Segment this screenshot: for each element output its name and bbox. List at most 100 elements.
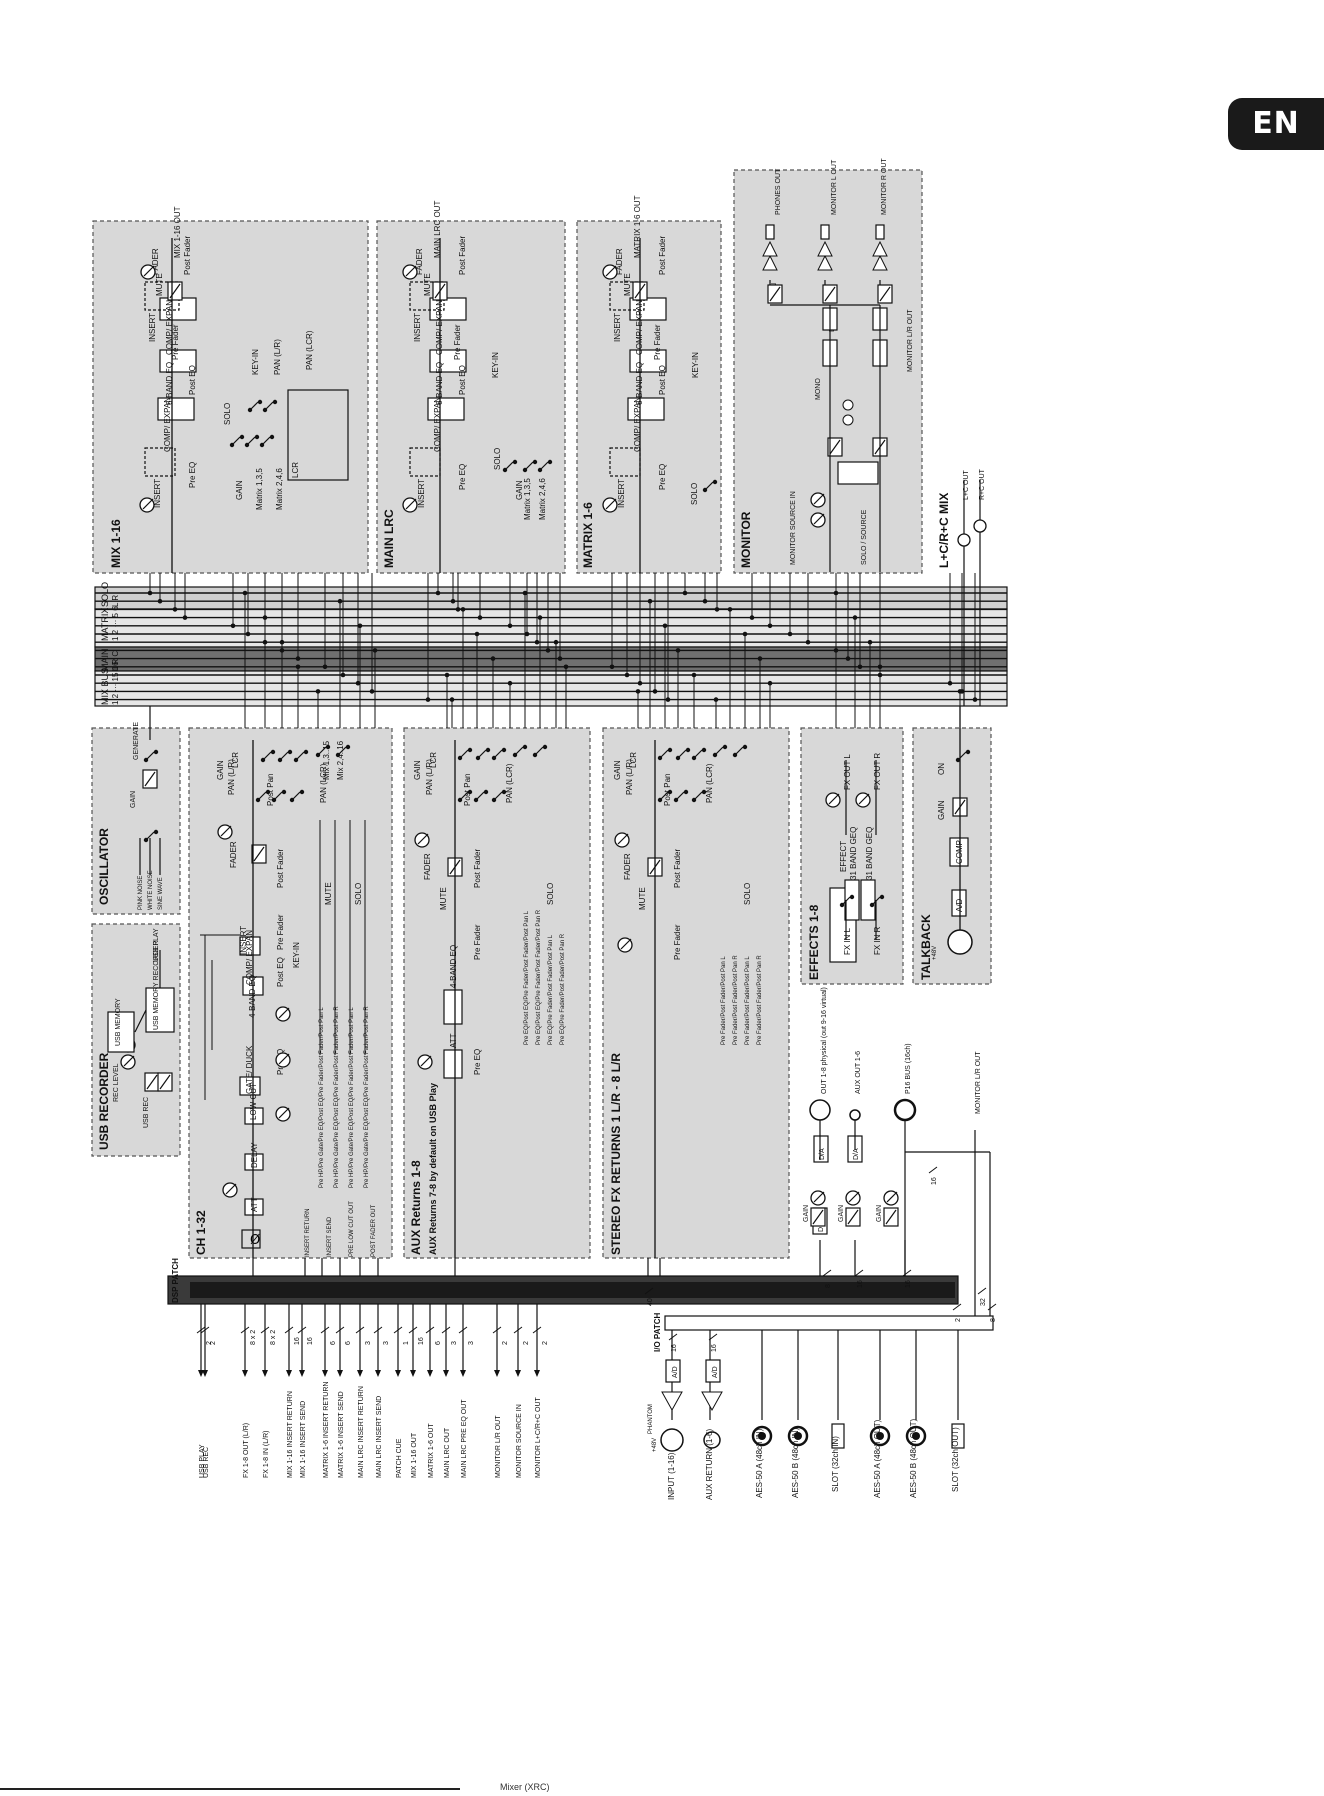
bus-node (662, 623, 668, 629)
usb-memory-box (107, 1011, 135, 1053)
io-input: INPUT (1-16) (667, 1452, 676, 1500)
switch-arm (957, 751, 967, 761)
bus-node (450, 598, 456, 604)
fx-fader: FADER (623, 853, 632, 880)
routing-arrow (515, 1370, 521, 1377)
io-count: 8 (990, 1318, 997, 1322)
ch-processing-box (244, 1107, 264, 1125)
routing-arrow (410, 1370, 416, 1377)
switch-contact (532, 459, 538, 465)
monitor-dim-box (837, 461, 879, 485)
bus-node (147, 590, 153, 596)
panel-ch (188, 727, 393, 1259)
count-slash (355, 1326, 365, 1334)
mix-insert-2: INSERT (148, 313, 157, 342)
mon-jack-icon (820, 224, 830, 240)
aux-gain: GAIN (413, 760, 422, 780)
bus-node (242, 590, 248, 596)
block-title: MONITOR (739, 511, 753, 568)
switch-contact (879, 894, 885, 900)
switch-contact (272, 399, 278, 405)
knob-pointer (828, 793, 840, 805)
count-slash (532, 1326, 542, 1334)
mix-comp-2: COMP/ EXPAN (165, 300, 174, 355)
aux-lcr: LCR (429, 752, 438, 768)
fx-mute: MUTE (638, 887, 647, 910)
mon-lr-out: MONITOR L/R OUT (907, 309, 914, 372)
block-title: AUX Returns 1-8 (409, 1160, 423, 1255)
ch-row-label: Pre HP/Pre Gate/Pre EQ/Post EQ/Pre Fader… (349, 1007, 355, 1188)
mix-eq: 6-BAND EQ (165, 362, 174, 405)
mon-l-out: MONITOR L OUT (831, 159, 838, 215)
matrix-post-fader: Post Fader (658, 236, 667, 275)
routing-count: 2 (210, 1341, 217, 1345)
knob-pointer (220, 825, 232, 837)
mon-jack-icon (765, 224, 775, 240)
bus-node (369, 689, 375, 694)
ch-processing-box (239, 936, 261, 956)
io-dsp-box (813, 1135, 829, 1163)
routing-arrow (286, 1370, 292, 1377)
aux-pan-lcr: PAN (LCR) (505, 763, 514, 803)
mon-sum-icon (842, 399, 854, 411)
matrix-pre-eq: Pre EQ (658, 464, 667, 490)
switch-arm (871, 896, 881, 906)
count-slash (708, 1333, 718, 1341)
switch-contact (547, 459, 553, 465)
aux-att: ATT (449, 1033, 458, 1048)
routing-count: 6 (345, 1341, 352, 1345)
io-count: 32 (980, 1298, 987, 1306)
switch-contact (153, 749, 159, 755)
aux-fader: FADER (423, 853, 432, 880)
talkback-mic-icon (947, 929, 973, 955)
switch-arm (231, 436, 241, 446)
count-slash (284, 1326, 294, 1334)
bus-node (635, 689, 641, 694)
switch-contact (299, 789, 305, 795)
switch-arm (693, 749, 703, 759)
usb-rec-label: USB REC (143, 1097, 150, 1128)
routing-arrow (460, 1370, 466, 1377)
switch-arm (524, 461, 534, 471)
phase-icon: Ø (250, 1233, 260, 1248)
switch-contact (512, 459, 518, 465)
routing-label: PATCH CUE (396, 1438, 403, 1478)
bus-node (455, 607, 461, 612)
bus-node (340, 672, 346, 678)
switch-contact (501, 747, 507, 753)
routing-count: 2 (542, 1341, 549, 1345)
switch-arm (714, 746, 724, 756)
bus-label-main-range: L R C (111, 651, 120, 671)
mon-amp-icon (872, 254, 888, 271)
switch-arm (677, 749, 687, 759)
language-badge[interactable]: EN (1228, 98, 1324, 150)
knob-pointer (405, 265, 417, 277)
io-slot-in: SLOT (32ch IN) (831, 1436, 840, 1492)
io-patch (664, 1315, 994, 1331)
geq-box-2 (860, 879, 876, 921)
bus-node (230, 623, 236, 629)
switch-arm (514, 746, 524, 756)
bus-node (182, 615, 188, 620)
routing-count: 3 (468, 1341, 475, 1345)
io-count: 16 (671, 1344, 678, 1352)
bus-node (172, 607, 178, 612)
mix-fader: FADER (151, 248, 160, 275)
bus-node (372, 648, 378, 653)
usb-level-label: REC LEVEL (113, 1063, 120, 1102)
io-aes50a-out: AES-50 A (48ch OUT) (873, 1419, 882, 1498)
mix-gain: GAIN (235, 480, 244, 500)
mon-sum-icon (842, 414, 854, 426)
ch-out-label: POST FADER OUT (371, 1204, 377, 1257)
dsp-patch-label: DSP PATCH (171, 1258, 180, 1303)
count-slash (822, 1269, 832, 1277)
switch-contact (849, 894, 855, 900)
routing-count: 6 (435, 1341, 442, 1345)
io-dsp-label: D/A (819, 1148, 826, 1160)
count-slash (952, 1303, 962, 1311)
mon-amp-icon (817, 240, 833, 257)
usb-memory-label: USB MEMORY (115, 998, 122, 1046)
bus-node (322, 664, 328, 670)
ch-solo: SOLO (354, 883, 363, 905)
bus-node (675, 648, 681, 653)
